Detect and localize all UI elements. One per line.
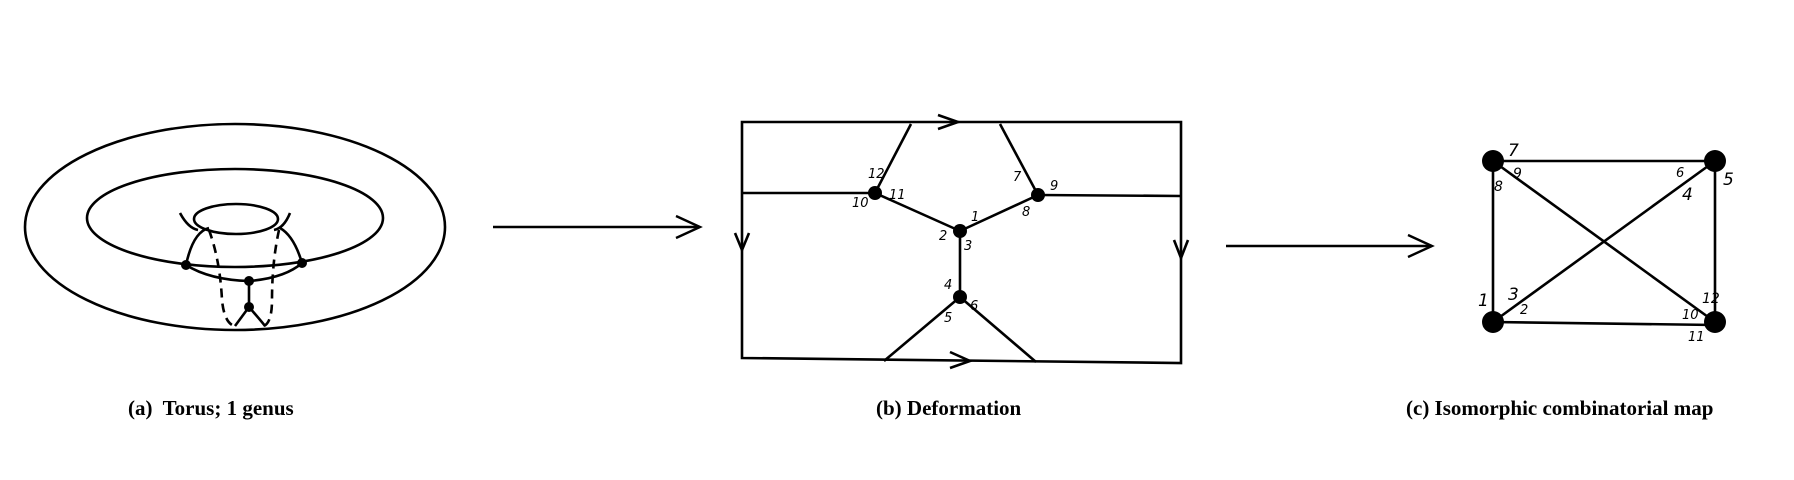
torus-vertex	[244, 302, 254, 312]
graph-edge	[1037, 193, 1182, 198]
dart-label: 4	[1682, 185, 1693, 205]
torus-outer-ellipse	[23, 122, 447, 332]
map-vertices	[1482, 150, 1726, 333]
right-edge-arrow	[1172, 239, 1190, 262]
dart-label: 11	[1688, 330, 1705, 345]
arrow-a-to-b	[493, 214, 703, 240]
graph-vertex	[953, 224, 967, 238]
graph-edge	[959, 193, 1039, 233]
dart-label: 6	[1676, 166, 1684, 181]
dart-label: 3	[1508, 285, 1519, 305]
torus-handle-left-curve	[178, 212, 199, 232]
caption-deformation: (b) Deformation	[876, 396, 1022, 420]
map-edge	[1492, 320, 1716, 327]
bottom-edge-arrow	[949, 350, 974, 370]
map-vertex	[1704, 311, 1726, 333]
graph-vertex	[1031, 188, 1045, 202]
graph-edge	[874, 191, 961, 233]
dart-label: 4	[944, 278, 952, 293]
dart-label: 11	[889, 188, 906, 203]
dart-label: 7	[1013, 170, 1022, 185]
dart-label: 10	[1682, 308, 1699, 323]
dart-label: 9	[1050, 179, 1058, 194]
graph-vertex	[868, 186, 882, 200]
map-dart-labels: 1 2 3 4 5 6 7 8 9 10 11 12	[1478, 141, 1734, 345]
dart-label: 10	[852, 196, 869, 211]
graph-vertex	[953, 290, 967, 304]
map-vertex	[1704, 150, 1726, 172]
map-vertex	[1482, 150, 1504, 172]
torus-panel	[23, 122, 447, 332]
deformation-vertices	[868, 186, 1045, 304]
map-vertex	[1482, 311, 1504, 333]
dart-label: 1	[1478, 291, 1489, 311]
caption-map: (c) Isomorphic combinatorial map	[1406, 396, 1714, 420]
torus-hidden-left	[207, 229, 235, 328]
graph-edge	[873, 123, 913, 194]
left-edge-arrow	[733, 232, 751, 254]
dart-label: 8	[1022, 205, 1030, 220]
torus-inner-ellipse	[85, 167, 385, 269]
torus-edge-right	[279, 226, 304, 264]
map-panel	[1482, 150, 1726, 333]
dart-label: 1	[971, 210, 979, 225]
torus-handle-right-curve	[273, 212, 292, 232]
dart-label: 12	[1702, 291, 1720, 307]
torus-handle-top-ellipse	[192, 202, 280, 236]
dart-label: 3	[964, 239, 972, 254]
map-edge	[1492, 159, 1716, 324]
torus-vertices	[181, 258, 307, 312]
deformation-dart-labels: 1 2 3 4 5 6 7 8 9 10 11 12	[852, 167, 1058, 326]
caption-torus: (a) Torus; 1 genus	[128, 396, 294, 420]
dart-label: 6	[970, 299, 978, 314]
graph-edge	[883, 296, 961, 362]
graph-edge	[998, 123, 1040, 196]
dart-label: 2	[1520, 303, 1528, 318]
torus-vertex	[297, 258, 307, 268]
dart-label: 2	[939, 229, 947, 244]
dart-label: 8	[1494, 179, 1503, 195]
torus-edge-left	[184, 226, 210, 266]
graph-edge	[959, 296, 1037, 363]
torus-vertex	[181, 260, 191, 270]
dart-label: 12	[868, 167, 885, 182]
torus-hidden-right	[263, 229, 281, 328]
torus-vertex	[244, 276, 254, 286]
dart-label: 5	[944, 311, 952, 326]
deformation-panel	[733, 113, 1190, 370]
fundamental-rectangle	[740, 120, 1183, 365]
dart-label: 9	[1513, 166, 1522, 182]
dart-label: 5	[1723, 170, 1734, 190]
dart-label: 7	[1508, 141, 1519, 161]
arrow-b-to-c	[1226, 233, 1435, 259]
top-edge-arrow	[937, 113, 962, 131]
